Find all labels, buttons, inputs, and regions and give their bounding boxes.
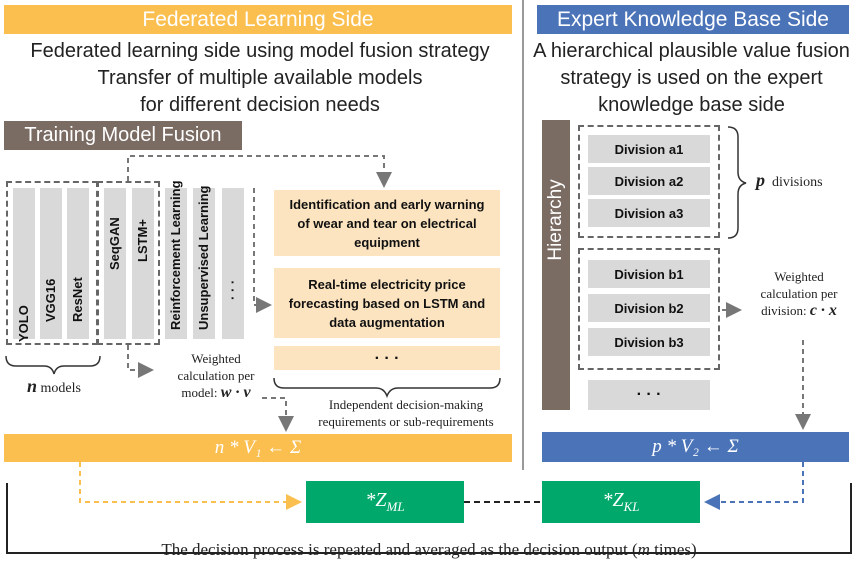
- task-price-forecasting-text: Real-time electricity price forecasting …: [288, 276, 486, 330]
- n-models-text: models: [37, 381, 81, 396]
- n-models-brace: [5, 355, 101, 375]
- p-variable: p: [756, 170, 765, 190]
- training-model-fusion-header: Training Model Fusion: [4, 121, 242, 150]
- task-wear-warning-text: Identification and early warning of wear…: [289, 196, 485, 250]
- division-more-text: · · ·: [636, 386, 662, 403]
- training-model-fusion-text: Training Model Fusion: [24, 124, 222, 146]
- model-label-seqgan: SeqGAN: [107, 217, 122, 270]
- independent-line-1: Independent decision-making: [328, 397, 484, 412]
- division-b2: Division b2: [588, 294, 710, 322]
- p-divisions-label: p divisions: [756, 170, 856, 191]
- caption-m-variable: m: [637, 540, 650, 559]
- federated-learning-header: Federated Learning Side: [4, 5, 512, 34]
- task-more: · · ·: [274, 346, 500, 370]
- model-bar-reinforcement: [165, 188, 187, 339]
- left-sum-bar: n * V₁ ← Σ: [4, 434, 512, 462]
- z-ml-text: *ZML: [365, 489, 404, 515]
- division-weighted-line-3: division: c · x: [740, 302, 858, 319]
- z-kl-box: *ZKL: [542, 481, 700, 523]
- z-ml-subscript: ML: [386, 499, 405, 514]
- expert-knowledge-header-text: Expert Knowledge Base Side: [556, 7, 829, 31]
- division-b1: Division b1: [588, 260, 710, 288]
- division-b3: Division b3: [588, 328, 710, 356]
- model-label-unsupervised: Unsupervised Learning: [196, 185, 211, 330]
- model-label-lstm: LSTM+: [135, 219, 150, 262]
- left-description-line-2: Transfer of multiple available models: [97, 67, 423, 89]
- division-a2: Division a2: [588, 167, 710, 195]
- division-b1-text: Division b1: [614, 266, 684, 282]
- hierarchy-label: Hierarchy: [545, 179, 566, 261]
- tasks-brace: [273, 377, 501, 399]
- model-label-more: · · ·: [225, 279, 240, 300]
- model-label-resnet: ResNet: [70, 277, 85, 322]
- right-sum-bar: p * V₂ ← Σ: [542, 432, 849, 462]
- weighted-line-1: Weighted: [191, 351, 241, 366]
- model-bar-lstm: [132, 188, 154, 339]
- model-to-price-task-arrow: [253, 188, 272, 313]
- weighted-line-3-text: model:: [181, 385, 221, 400]
- division-weighted-line-3-text: division:: [761, 303, 810, 318]
- expert-knowledge-header: Expert Knowledge Base Side: [537, 5, 849, 34]
- task-price-forecasting: Real-time electricity price forecasting …: [274, 268, 500, 338]
- weighted-formula-cx: c · x: [809, 302, 837, 319]
- z-ml-box: *ZML: [306, 481, 464, 523]
- left-description-line-3: for different decision needs: [140, 94, 380, 116]
- n-variable: n: [27, 376, 38, 396]
- division-a3: Division a3: [588, 199, 710, 227]
- weighted-formula-wv: w · v: [220, 384, 251, 401]
- division-group-a: [578, 125, 720, 238]
- decision-caption: The decision process is repeated and ave…: [0, 540, 858, 560]
- weighted-per-division-label: Weighted calculation per division: c · x: [740, 268, 858, 319]
- weighted-line-2: calculation per: [177, 368, 255, 383]
- p-divisions-text: divisions: [772, 175, 823, 190]
- left-sum-formula: n * V₁ ← Σ: [214, 437, 302, 458]
- division-a1: Division a1: [588, 135, 710, 163]
- model-to-task-arrow: [127, 155, 392, 188]
- division-a3-text: Division a3: [614, 205, 684, 221]
- model-label-reinforcement: Reinforcement Learning: [168, 180, 183, 330]
- model-bar-seqgan: [104, 188, 126, 339]
- model-bar-yolo: [13, 188, 35, 339]
- z-kl-subscript: KL: [623, 499, 640, 514]
- z-ml-main: *Z: [365, 489, 387, 511]
- model-bar-unsupervised: [193, 188, 215, 339]
- division-more: · · ·: [588, 380, 710, 410]
- weighted-to-sum-arrow: [262, 397, 294, 432]
- decision-caption-background: The decision process is repeated and ave…: [155, 540, 703, 559]
- caption-part-a: The decision process is repeated and ave…: [161, 540, 638, 559]
- hierarchy-bar: [542, 120, 570, 410]
- weighted-line-3: model: w · v: [146, 384, 286, 401]
- left-sum-to-zml-arrow: [79, 462, 302, 510]
- division-a2-text: Division a2: [614, 173, 684, 189]
- weighted-per-model-label: Weighted calculation per model: w · v: [146, 350, 286, 401]
- hierarchy-label-wrap: Hierarchy: [542, 120, 570, 410]
- left-description-line-1: Federated learning side using model fusi…: [30, 40, 490, 62]
- independent-line-2: requirements or sub-requirements: [318, 414, 494, 429]
- right-description-line-1: A hierarchical plausible value fusion: [533, 40, 850, 62]
- model-bar-resnet: [67, 188, 89, 339]
- right-description-line-2: strategy is used on the expert: [560, 67, 823, 89]
- independent-requirements-label: Independent decision-making requirements…: [296, 396, 516, 430]
- division-a1-text: Division a1: [614, 141, 684, 157]
- task-more-text: · · ·: [374, 349, 400, 367]
- right-sum-to-zkl-arrow: [704, 462, 804, 510]
- division-weighted-line-1: Weighted: [774, 269, 824, 284]
- task-wear-warning: Identification and early warning of wear…: [274, 190, 500, 256]
- model-bar-vgg16: [40, 188, 62, 339]
- z-kl-text: *ZKL: [602, 489, 639, 515]
- model-bar-more: [222, 188, 244, 339]
- division-b3-text: Division b3: [614, 334, 684, 350]
- n-models-label: n models: [14, 376, 94, 397]
- caption-part-b: times): [649, 540, 697, 559]
- right-sum-formula: p * V₂ ← Σ: [652, 436, 739, 457]
- model-label-vgg16: VGG16: [43, 278, 58, 322]
- federated-learning-header-text: Federated Learning Side: [142, 7, 374, 31]
- division-weighted-line-2: calculation per: [760, 286, 838, 301]
- division-b2-text: Division b2: [614, 300, 684, 316]
- division-group-b: [578, 248, 720, 370]
- right-description-line-3: knowledge base side: [598, 94, 785, 116]
- p-divisions-brace: [727, 126, 747, 239]
- z-kl-main: *Z: [602, 489, 624, 511]
